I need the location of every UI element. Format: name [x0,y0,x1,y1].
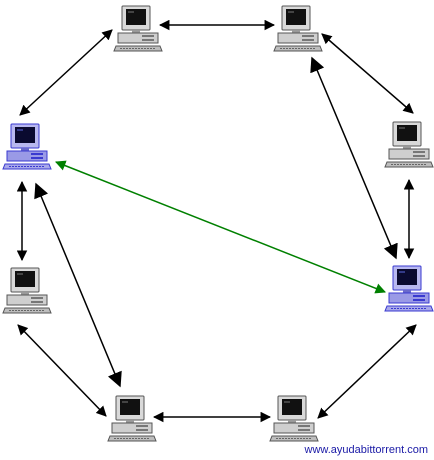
link-n4-n5 [317,324,417,419]
link-n8-n4-green [55,160,386,294]
computer-icon [2,267,52,314]
computer-icon [2,123,52,170]
links [16,19,417,423]
credit-text: www.ayudabittorrent.com [304,444,429,456]
computer-icon [269,395,319,442]
computer-icon [384,265,434,312]
link-n6-n7 [17,324,107,417]
link-n8-n9 [19,29,113,116]
computer-icon [384,121,434,168]
computer-icon [113,5,163,52]
link-n2-n3 [321,33,414,114]
computer-icon [107,395,157,442]
computer-icon [273,5,323,52]
